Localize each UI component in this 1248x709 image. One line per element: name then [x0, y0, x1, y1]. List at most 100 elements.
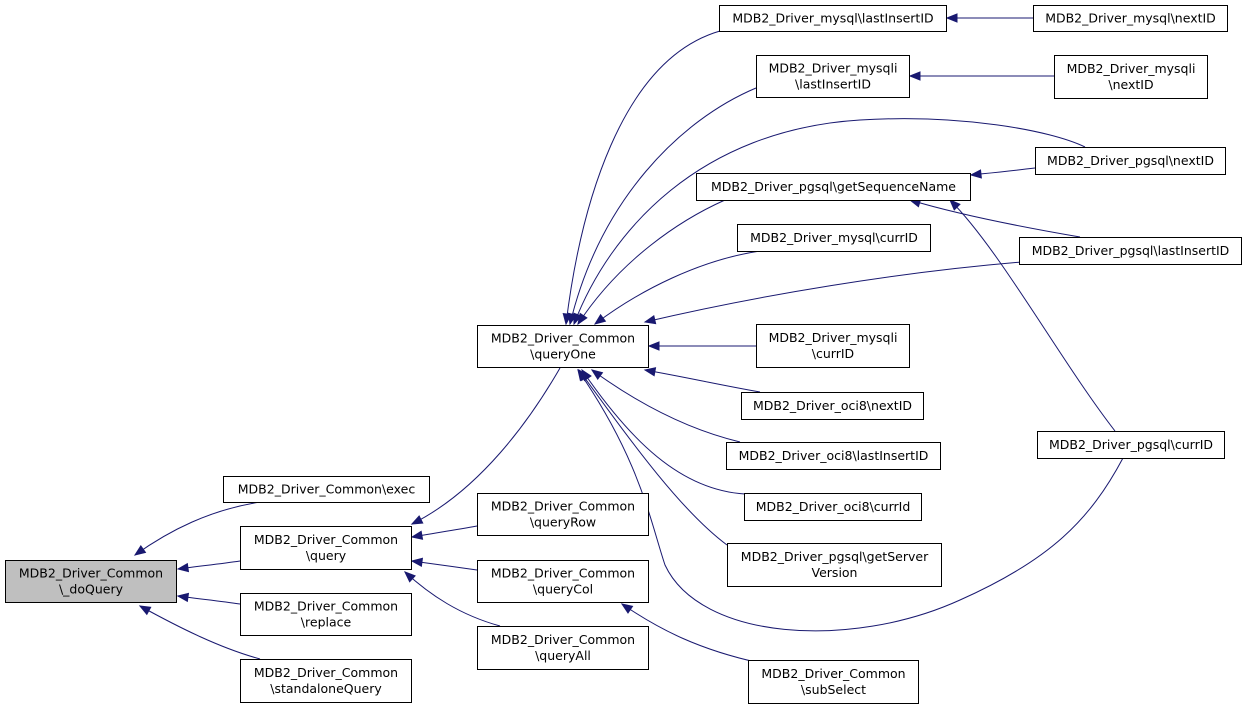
node-box[interactable] — [1019, 237, 1242, 265]
edge-line — [404, 571, 501, 627]
edge-line — [411, 367, 561, 525]
edge-arrowhead — [577, 368, 588, 382]
edge-queryOne-to-query — [410, 367, 561, 525]
edge-arrowhead — [138, 605, 152, 616]
node-doQuery[interactable]: MDB2_Driver_Common\_doQuery — [5, 560, 177, 603]
node-box[interactable] — [726, 442, 941, 470]
edge-replace-to-doQuery — [176, 592, 241, 605]
edges-layer — [133, 13, 1124, 664]
node-box[interactable] — [756, 55, 910, 98]
edge-line — [565, 30, 721, 325]
edge-arrowhead — [410, 515, 424, 525]
edge-pgsql_lastInsertID-to-pgsql_getSequenceName — [908, 198, 1081, 238]
node-box[interactable] — [741, 392, 924, 420]
edge-line — [644, 369, 761, 393]
edge-queryCol-to-query — [410, 557, 478, 571]
edge-line — [578, 369, 728, 546]
edge-arrowhead — [945, 13, 958, 23]
edge-mysqli_currID-to-queryOne — [647, 341, 756, 351]
node-pgsql_currID[interactable]: MDB2_Driver_pgsql\currID — [1037, 431, 1225, 459]
node-box[interactable] — [756, 324, 910, 368]
node-mysqli_currID[interactable]: MDB2_Driver_mysqli\currID — [756, 324, 910, 368]
node-mysqli_lastInsertID[interactable]: MDB2_Driver_mysqli\lastInsertID — [756, 55, 910, 98]
node-box[interactable] — [748, 660, 919, 704]
edge-arrowhead — [643, 314, 657, 325]
edge-pgsql_nextID-to-queryOne — [573, 118, 1086, 326]
node-mysql_lastInsertID[interactable]: MDB2_Driver_mysql\lastInsertID — [719, 5, 947, 32]
edge-arrowhead — [133, 545, 147, 556]
node-box[interactable] — [477, 493, 649, 536]
node-query[interactable]: MDB2_Driver_Common\query — [240, 526, 412, 570]
node-box[interactable] — [1035, 147, 1226, 175]
nodes-layer: MDB2_Driver_Common\_doQueryMDB2_Driver_C… — [5, 5, 1242, 704]
node-box[interactable] — [240, 659, 412, 703]
node-queryOne[interactable]: MDB2_Driver_Common\queryOne — [477, 325, 649, 368]
node-box[interactable] — [727, 543, 942, 587]
edge-pgsql_currID-to-pgsql_getSequenceName — [949, 199, 1116, 432]
edge-arrowhead — [577, 312, 588, 326]
node-queryAll[interactable]: MDB2_Driver_Common\queryAll — [477, 626, 649, 670]
edge-line — [909, 199, 1081, 238]
node-box[interactable] — [1037, 431, 1225, 459]
edge-arrowhead — [176, 592, 190, 603]
edge-arrowhead — [969, 169, 982, 179]
edge-mysql_nextID-to-mysql_lastInsertID — [945, 13, 1033, 23]
edge-line — [577, 199, 726, 325]
node-box[interactable] — [223, 476, 430, 503]
edge-oci8_lastInsertID-to-queryOne — [590, 369, 741, 443]
edge-line — [581, 369, 746, 495]
edge-subSelect-to-queryCol — [620, 603, 761, 664]
edge-line — [644, 261, 1023, 323]
node-standaloneQuery[interactable]: MDB2_Driver_Common\standaloneQuery — [240, 659, 412, 703]
node-box[interactable] — [1033, 5, 1228, 32]
edge-line — [594, 250, 761, 325]
edge-query-to-doQuery — [176, 560, 241, 573]
node-mysql_currID[interactable]: MDB2_Driver_mysql\currID — [737, 224, 931, 252]
edge-arrowhead — [647, 341, 660, 351]
node-box[interactable] — [477, 325, 649, 368]
node-box[interactable] — [737, 224, 931, 252]
node-oci8_currId[interactable]: MDB2_Driver_oci8\currId — [744, 493, 922, 521]
edge-line — [621, 603, 761, 664]
node-oci8_nextID[interactable]: MDB2_Driver_oci8\nextID — [741, 392, 924, 420]
node-box[interactable] — [696, 173, 971, 201]
node-queryRow[interactable]: MDB2_Driver_Common\queryRow — [477, 493, 649, 536]
node-subSelect[interactable]: MDB2_Driver_Common\subSelect — [748, 660, 919, 704]
node-exec[interactable]: MDB2_Driver_Common\exec — [223, 476, 430, 503]
edge-line — [569, 87, 757, 325]
edge-arrowhead — [949, 199, 961, 211]
node-box[interactable] — [240, 593, 412, 636]
edge-pgsql_lastInsertID-to-queryOne — [643, 261, 1023, 325]
node-oci8_lastInsertID[interactable]: MDB2_Driver_oci8\lastInsertID — [726, 442, 941, 470]
node-box[interactable] — [240, 526, 412, 570]
node-box[interactable] — [719, 5, 947, 32]
node-mysql_nextID[interactable]: MDB2_Driver_mysql\nextID — [1033, 5, 1228, 32]
edge-arrowhead — [410, 530, 424, 540]
edge-arrowhead — [908, 71, 921, 81]
node-queryCol[interactable]: MDB2_Driver_Common\queryCol — [477, 560, 649, 603]
node-pgsql_getSequenceName[interactable]: MDB2_Driver_pgsql\getSequenceName — [696, 173, 971, 201]
node-box[interactable] — [477, 626, 649, 670]
edge-arrowhead — [620, 603, 634, 614]
node-pgsql_lastInsertID[interactable]: MDB2_Driver_pgsql\lastInsertID — [1019, 237, 1242, 265]
edge-oci8_nextID-to-queryOne — [643, 367, 761, 393]
edge-line — [591, 369, 741, 443]
node-box[interactable] — [1054, 55, 1208, 99]
edge-queryAll-to-query — [404, 571, 501, 627]
edge-mysqli_lastInsertID-to-queryOne — [567, 87, 757, 326]
edge-pgsql_getSequenceName-to-queryOne — [577, 199, 726, 326]
edge-standaloneQuery-to-doQuery — [138, 605, 261, 660]
edge-oci8_currId-to-queryOne — [581, 368, 746, 495]
node-box[interactable] — [744, 493, 922, 521]
edge-arrowhead — [176, 562, 190, 573]
node-mysqli_nextID[interactable]: MDB2_Driver_mysqli\nextID — [1054, 55, 1208, 99]
node-box[interactable] — [5, 560, 177, 603]
edge-queryRow-to-query — [410, 525, 478, 540]
node-pgsql_nextID[interactable]: MDB2_Driver_pgsql\nextID — [1035, 147, 1226, 175]
edge-mysql_currID-to-queryOne — [593, 250, 761, 325]
node-box[interactable] — [477, 560, 649, 603]
edge-arrowhead — [404, 571, 416, 583]
node-replace[interactable]: MDB2_Driver_Common\replace — [240, 593, 412, 636]
